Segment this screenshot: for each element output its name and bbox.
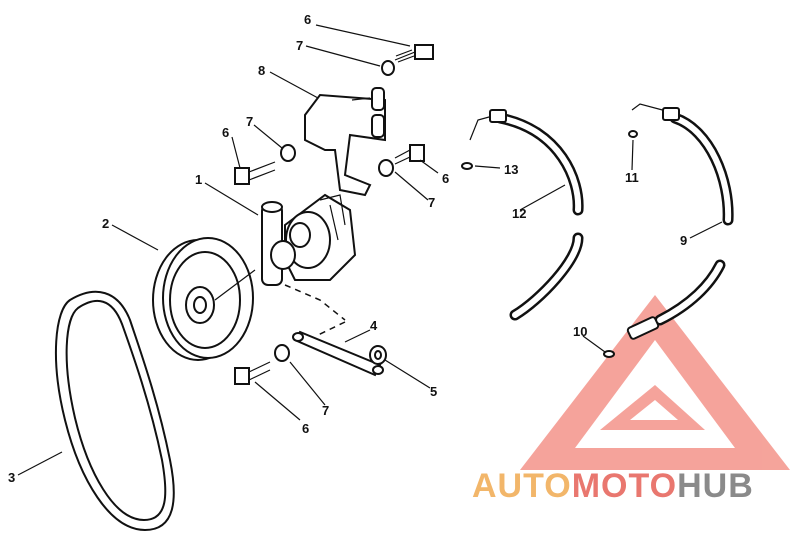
bolt-right: [394, 144, 425, 165]
pulley: [152, 237, 256, 361]
washer-left-upper: [280, 144, 296, 162]
callout-pulley: 2: [102, 216, 109, 231]
nut: [369, 345, 387, 365]
callout-bolt-left-upper: 6: [222, 125, 229, 140]
callout-pressure-hose: 9: [680, 233, 687, 248]
drive-belt: [54, 290, 175, 532]
bolt-left-upper: [234, 161, 276, 185]
o-ring-11: [628, 130, 638, 138]
callout-belt: 3: [8, 470, 15, 485]
callout-pump: 1: [195, 172, 202, 187]
pressure-hose: [626, 103, 734, 340]
power-steering-pump: [261, 193, 357, 286]
o-ring-10: [603, 350, 615, 358]
bolt-top: [394, 44, 434, 63]
watermark-moto: MOTO: [572, 467, 677, 505]
callout-washer-left-lower: 7: [322, 403, 329, 418]
callout-o-ring-13: 13: [504, 162, 518, 177]
leader-lines: [17, 24, 723, 476]
callout-brace: 4: [370, 318, 378, 333]
watermark-text: AUTOMOTOHUB: [472, 467, 754, 505]
washer-left-lower: [274, 344, 290, 362]
watermark-auto: AUTO: [472, 467, 572, 505]
o-ring-13: [461, 162, 473, 170]
alignment-dashes-upper: [284, 284, 346, 321]
bolt-left-lower: [234, 361, 271, 385]
washer-right: [378, 159, 394, 177]
watermark-hub: HUB: [677, 467, 754, 505]
callout-washer-top: 7: [296, 38, 303, 53]
callout-nut: 5: [430, 384, 437, 399]
callout-washer-left-upper: 7: [246, 114, 253, 129]
callout-return-hose: 12: [512, 206, 526, 221]
brace: [292, 330, 384, 377]
callout-washer-right: 7: [428, 195, 435, 210]
return-hose: [469, 109, 584, 321]
callout-bracket: 8: [258, 63, 265, 78]
automotohub-watermark-logo: [520, 295, 790, 470]
callout-bolt-right: 6: [442, 171, 449, 186]
mounting-bracket: [304, 87, 386, 197]
washer-top: [381, 60, 395, 76]
callout-bolt-left-lower: 6: [302, 421, 309, 436]
callout-o-ring-10: 10: [573, 324, 587, 339]
callout-o-ring-11: 11: [625, 170, 639, 185]
callout-bolt-top: 6: [304, 12, 311, 27]
alignment-dashes-lower: [317, 321, 346, 336]
